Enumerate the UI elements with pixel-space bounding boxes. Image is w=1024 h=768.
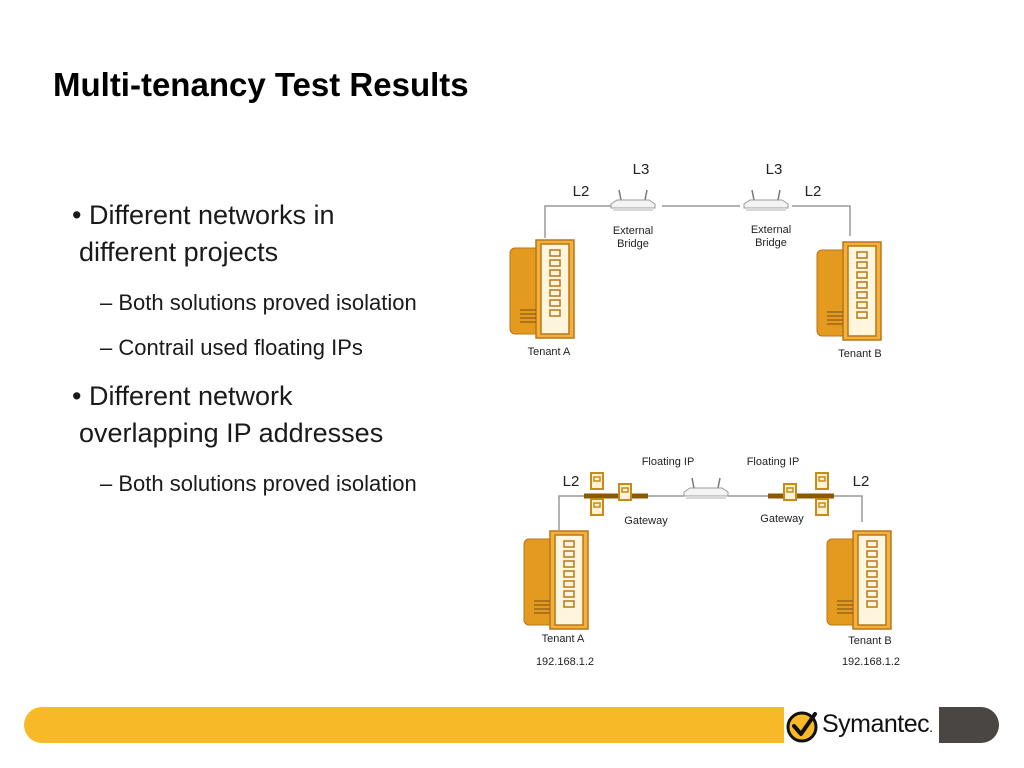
gateway-icon <box>815 472 829 490</box>
tenant-b-server-icon <box>816 241 882 341</box>
sub-bullet-2-1: – Both solutions proved isolation <box>100 471 417 496</box>
floating-ip-label-left: Floating IP <box>642 456 695 468</box>
tenant-b-label: Tenant B <box>838 348 881 360</box>
bullet-1-line-2: different projects <box>79 237 279 267</box>
l3-label-left: L3 <box>633 161 650 178</box>
external-bridge-label-right-2: Bridge <box>755 237 787 249</box>
l2-label-right: L2 <box>853 473 870 490</box>
gateway-label-left: Gateway <box>624 515 668 527</box>
tenant-a-label: Tenant A <box>542 633 585 645</box>
gateway-icon <box>590 472 604 490</box>
footer-accent-bar <box>24 707 784 743</box>
sub-bullet-1-1: – Both solutions proved isolation <box>100 290 417 315</box>
tenant-b-server-icon <box>826 530 892 630</box>
bullet-list: • Different networks in different projec… <box>0 0 490 560</box>
floating-ip-label-right: Floating IP <box>747 456 800 468</box>
l2-label-left: L2 <box>563 473 580 490</box>
gateway-label-right: Gateway <box>760 513 804 525</box>
l3-label-right: L3 <box>766 161 783 178</box>
tenant-a-server-icon <box>509 239 575 339</box>
external-bridge-label-right-1: External <box>751 224 791 236</box>
symantec-logo <box>786 711 818 743</box>
gateway-icon <box>590 498 604 516</box>
bullet-2-line-1: • Different network <box>72 381 293 411</box>
footer-dark-tab <box>939 707 999 743</box>
gateway-icon <box>618 483 632 501</box>
bottom-diagram: Floating IP Floating IP L2 L2 Gateway Ga… <box>523 456 900 668</box>
brand-name: Symantec. <box>822 710 933 738</box>
tenant-a-label: Tenant A <box>528 346 571 358</box>
sub-bullet-1-2: – Contrail used floating IPs <box>100 335 363 360</box>
router-icon <box>743 189 789 212</box>
tenant-a-ip: 192.168.1.2 <box>536 656 594 668</box>
tenant-a-server-icon <box>523 530 589 630</box>
tenant-b-ip: 192.168.1.2 <box>842 656 900 668</box>
external-bridge-label-left-2: Bridge <box>617 238 649 250</box>
bullet-2-line-2: overlapping IP addresses <box>79 418 384 448</box>
external-bridge-label-left-1: External <box>613 225 653 237</box>
tenant-b-label: Tenant B <box>848 635 891 647</box>
l2-label-left: L2 <box>573 183 590 200</box>
router-icon <box>610 189 656 212</box>
l2-label-right: L2 <box>805 183 822 200</box>
bullet-1-line-1: • Different networks in <box>72 200 335 230</box>
gateway-icon <box>783 483 797 501</box>
slide-title: Multi-tenancy Test Results <box>53 66 469 103</box>
router-icon <box>683 477 729 500</box>
gateway-icon <box>815 498 829 516</box>
top-diagram: L3 L3 L2 L2 External Bridge External Bri… <box>509 161 882 360</box>
network-diagrams: L3 L3 L2 L2 External Bridge External Bri… <box>509 161 900 668</box>
